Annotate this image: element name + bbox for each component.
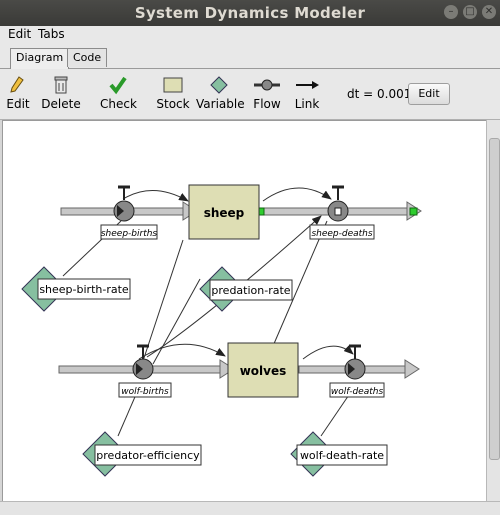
- variable-sheep-birth-rate[interactable]: sheep-birth-rate: [21, 266, 131, 312]
- variable-label-predator-efficiency: predator-efficiency: [96, 449, 200, 462]
- diagram-canvas[interactable]: sheep-births sheep-deaths wolf-births wo…: [2, 120, 488, 503]
- trash-icon: [54, 76, 68, 94]
- pencil-icon: [10, 76, 24, 93]
- check-tool-label: Check: [100, 97, 137, 111]
- flow-label-sheep-deaths: sheep-deaths: [311, 229, 372, 239]
- arrow-right-icon: [296, 81, 319, 89]
- flow-icon: [254, 79, 280, 91]
- variable-label-sheep-birth-rate: sheep-birth-rate: [39, 283, 129, 296]
- flow-tool-label: Flow: [253, 97, 281, 111]
- edit-tool[interactable]: Edit: [4, 71, 32, 115]
- variable-tool[interactable]: Variable: [196, 71, 245, 115]
- maximize-icon[interactable]: □: [463, 5, 477, 19]
- stock-icon: [163, 77, 183, 93]
- delete-tool-label: Delete: [41, 97, 81, 111]
- horizontal-scrollbar[interactable]: [0, 501, 500, 515]
- variable-label-predation-rate: predation-rate: [211, 284, 290, 297]
- variable-wolf-death-rate[interactable]: wolf-death-rate: [290, 431, 388, 477]
- sheep-births-valve[interactable]: [113, 185, 135, 222]
- flow-label-wolf-births: wolf-births: [121, 387, 169, 397]
- variable-tool-label: Variable: [196, 97, 245, 111]
- sheep-deaths-valve[interactable]: [327, 185, 349, 222]
- dt-value: dt = 0.001: [347, 87, 412, 101]
- flow-label-wolf-deaths: wolf-deaths: [331, 387, 384, 397]
- variable-icon: [210, 76, 228, 94]
- delete-tool[interactable]: Delete: [40, 71, 82, 115]
- window-title: System Dynamics Modeler: [134, 4, 366, 22]
- stock-sheep[interactable]: sheep: [188, 184, 260, 240]
- flow-label-sheep-births: sheep-births: [101, 229, 158, 239]
- variable-label-wolf-death-rate: wolf-death-rate: [300, 449, 384, 462]
- menu-bar: Edit Tabs: [0, 26, 500, 44]
- stock-tool-label: Stock: [156, 97, 190, 111]
- vertical-scrollbar[interactable]: [486, 120, 500, 501]
- title-bar: – □ ✕ System Dynamics Modeler: [0, 0, 500, 26]
- wolf-deaths-valve[interactable]: [344, 344, 366, 380]
- tab-code[interactable]: Code: [67, 48, 108, 67]
- dt-edit-button[interactable]: Edit: [408, 83, 450, 105]
- stock-tool[interactable]: Stock: [155, 71, 191, 115]
- check-tool[interactable]: Check: [100, 71, 137, 115]
- stock-wolves-label: wolves: [240, 364, 287, 378]
- close-icon[interactable]: ✕: [482, 5, 496, 19]
- variable-predation-rate[interactable]: predation-rate: [199, 266, 293, 312]
- minimize-icon[interactable]: –: [444, 5, 458, 19]
- tab-row: Diagram Code: [0, 44, 500, 69]
- toolbar: Edit Delete Check Stock Variable Flow: [0, 69, 500, 120]
- checkmark-icon: [109, 76, 127, 95]
- edit-tool-label: Edit: [6, 97, 30, 111]
- variable-predator-efficiency[interactable]: predator-efficiency: [82, 431, 202, 477]
- link-tool[interactable]: Link: [294, 71, 320, 115]
- tab-diagram[interactable]: Diagram: [10, 48, 70, 69]
- flow-tool[interactable]: Flow: [253, 71, 281, 115]
- stock-wolves[interactable]: wolves: [227, 342, 299, 398]
- stock-sheep-label: sheep: [204, 206, 245, 220]
- wolf-births-valve[interactable]: [132, 344, 154, 380]
- menu-edit[interactable]: Edit: [8, 27, 32, 41]
- vertical-scroll-thumb[interactable]: [489, 138, 500, 460]
- link-tool-label: Link: [294, 97, 320, 111]
- menu-tabs[interactable]: Tabs: [38, 27, 65, 41]
